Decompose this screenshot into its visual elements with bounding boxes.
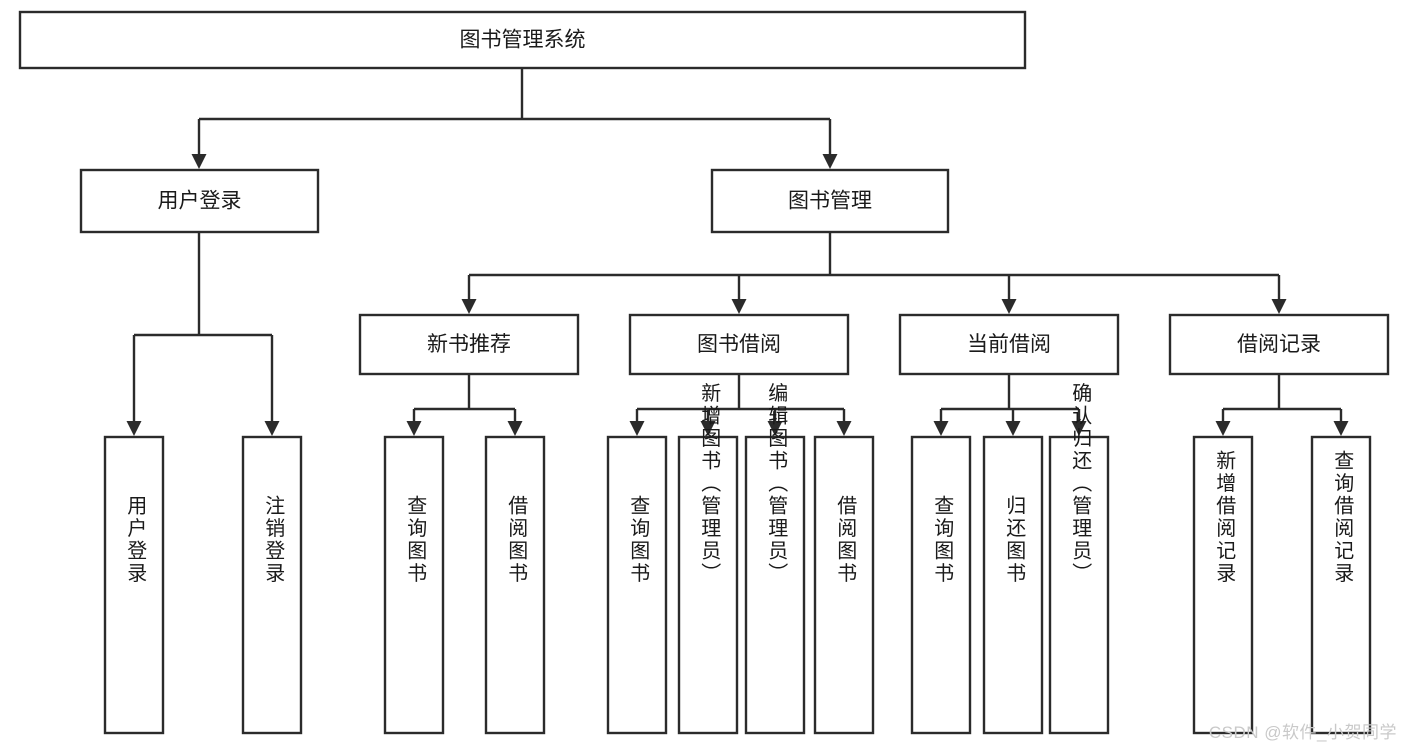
node-label: 当前借阅 bbox=[967, 333, 1051, 356]
node-leaf-add-book[interactable]: 新增图书（管理员） bbox=[677, 382, 739, 735]
node-leaf-return-book[interactable]: 归还图书 bbox=[982, 435, 1044, 735]
arrow-head-icon bbox=[1215, 421, 1231, 436]
arrow-head-icon bbox=[1001, 299, 1017, 314]
connector-borrow-to-leaves bbox=[629, 374, 852, 436]
node-label: 新增图书（管理员） bbox=[698, 382, 721, 585]
node-box[interactable] bbox=[241, 435, 303, 735]
arrow-head-icon bbox=[1005, 421, 1021, 436]
node-leaf-query-book-3[interactable]: 查询图书 bbox=[910, 435, 972, 735]
connector-record-to-leaves bbox=[1215, 374, 1349, 436]
arrow-head-icon bbox=[1271, 299, 1287, 314]
node-box[interactable] bbox=[982, 435, 1044, 735]
node-current-borrow[interactable]: 当前借阅 bbox=[898, 313, 1120, 376]
arrow-head-icon bbox=[126, 421, 142, 436]
node-leaf-borrow-book-2[interactable]: 借阅图书 bbox=[813, 435, 875, 735]
arrow-head-icon bbox=[836, 421, 852, 436]
node-box[interactable] bbox=[1048, 435, 1110, 735]
node-box[interactable] bbox=[606, 435, 668, 735]
watermark-label: CSDN @软件_小贺同学 bbox=[1208, 723, 1397, 742]
node-label: 注销登录 bbox=[262, 495, 285, 585]
node-box[interactable] bbox=[1310, 435, 1372, 735]
node-label: 借阅记录 bbox=[1237, 333, 1321, 356]
arrow-head-icon bbox=[1071, 421, 1087, 436]
arrow-head-icon bbox=[406, 421, 422, 436]
arrow-head-icon bbox=[191, 154, 207, 169]
node-leaf-query-record[interactable]: 查询借阅记录 bbox=[1310, 435, 1372, 735]
node-leaf-logout[interactable]: 注销登录 bbox=[241, 435, 303, 735]
arrow-head-icon bbox=[822, 154, 838, 169]
node-borrow-record[interactable]: 借阅记录 bbox=[1168, 313, 1390, 376]
node-label: 图书管理系统 bbox=[460, 29, 586, 52]
arrow-head-icon bbox=[264, 421, 280, 436]
arrow-head-icon bbox=[507, 421, 523, 436]
node-label: 图书管理 bbox=[788, 190, 872, 213]
node-label: 新书推荐 bbox=[427, 333, 511, 356]
arrow-head-icon bbox=[1333, 421, 1349, 436]
arrow-head-icon bbox=[629, 421, 645, 436]
arrow-head-icon bbox=[461, 299, 477, 314]
node-leaf-confirm-return[interactable]: 确认归还（管理员） bbox=[1048, 382, 1110, 735]
node-label: 借阅图书 bbox=[505, 495, 528, 585]
connector-book-manage-to-l3 bbox=[461, 232, 1287, 314]
node-label: 编辑图书（管理员） bbox=[765, 382, 788, 585]
node-label: 用户登录 bbox=[124, 495, 147, 585]
node-leaf-user-login[interactable]: 用户登录 bbox=[103, 435, 165, 735]
node-box[interactable] bbox=[18, 10, 1027, 70]
node-box[interactable] bbox=[910, 435, 972, 735]
connector-recommend-to-leaves bbox=[406, 374, 523, 436]
node-box[interactable] bbox=[898, 313, 1120, 376]
connector-layer bbox=[126, 68, 1349, 436]
node-leaf-add-record[interactable]: 新增借阅记录 bbox=[1192, 435, 1254, 735]
node-box[interactable] bbox=[813, 435, 875, 735]
node-leaf-borrow-book-1[interactable]: 借阅图书 bbox=[484, 435, 546, 735]
node-leaf-query-book-1[interactable]: 查询图书 bbox=[383, 435, 445, 735]
connector-user-login-to-leaves bbox=[126, 232, 280, 436]
node-book-borrow[interactable]: 图书借阅 bbox=[628, 313, 850, 376]
arrow-head-icon bbox=[767, 421, 783, 436]
node-label: 查询图书 bbox=[627, 495, 650, 585]
connector-current-to-leaves bbox=[933, 374, 1087, 436]
connector-root-to-l2 bbox=[191, 68, 838, 169]
arrow-head-icon bbox=[933, 421, 949, 436]
node-label: 查询图书 bbox=[931, 495, 954, 585]
node-box[interactable] bbox=[1192, 435, 1254, 735]
node-box[interactable] bbox=[710, 168, 950, 234]
node-label: 归还图书 bbox=[1003, 495, 1026, 585]
node-book-manage[interactable]: 图书管理 bbox=[710, 168, 950, 234]
node-label: 新增借阅记录 bbox=[1213, 450, 1236, 585]
node-box[interactable] bbox=[103, 435, 165, 735]
node-label: 查询图书 bbox=[404, 495, 427, 585]
node-box[interactable] bbox=[1168, 313, 1390, 376]
node-box[interactable] bbox=[744, 435, 806, 735]
node-label: 用户登录 bbox=[158, 190, 242, 213]
node-label: 借阅图书 bbox=[834, 495, 857, 585]
node-label: 确认归还（管理员） bbox=[1069, 382, 1092, 585]
node-leaf-query-book-2[interactable]: 查询图书 bbox=[606, 435, 668, 735]
node-box[interactable] bbox=[383, 435, 445, 735]
arrow-head-icon bbox=[731, 299, 747, 314]
node-box[interactable] bbox=[484, 435, 546, 735]
node-box[interactable] bbox=[628, 313, 850, 376]
node-user-login[interactable]: 用户登录 bbox=[79, 168, 320, 234]
node-box[interactable] bbox=[677, 435, 739, 735]
node-box[interactable] bbox=[79, 168, 320, 234]
node-box[interactable] bbox=[358, 313, 580, 376]
node-root[interactable]: 图书管理系统 bbox=[18, 10, 1027, 70]
node-label: 图书借阅 bbox=[697, 333, 781, 356]
node-leaf-edit-book[interactable]: 编辑图书（管理员） bbox=[744, 382, 806, 735]
node-label: 查询借阅记录 bbox=[1331, 450, 1354, 585]
node-new-book-recommend[interactable]: 新书推荐 bbox=[358, 313, 580, 376]
node-layer: 图书管理系统用户登录图书管理新书推荐图书借阅当前借阅借阅记录用户登录注销登录查询… bbox=[18, 10, 1390, 735]
arrow-head-icon bbox=[700, 421, 716, 436]
